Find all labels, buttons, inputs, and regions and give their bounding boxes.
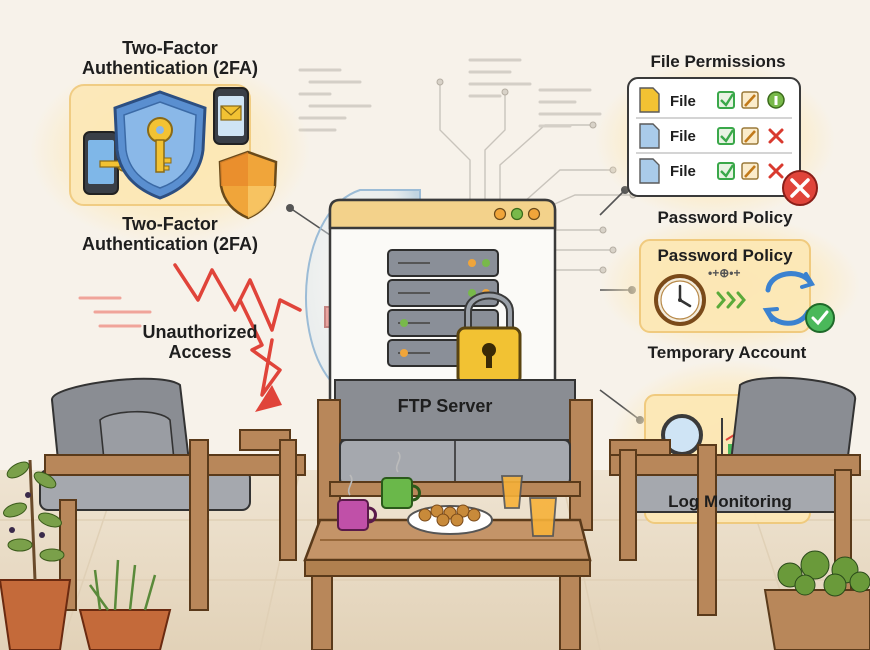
connector-dot [286,204,294,212]
twofa-title-top: Two-Factor Authentication (2FA) [82,38,258,79]
pencil-icons [741,91,759,180]
window-dot-green [510,207,524,221]
password-policy-title-outer: Password Policy [657,208,793,227]
phone-message-icon [213,87,249,145]
threat-arrow-head [255,385,282,412]
orange-shield-icon [218,150,278,220]
temporary-account-label: Temporary Account [647,343,807,362]
mug-purple [337,474,377,531]
rosemary-plant [78,559,172,650]
password-policy-title-inner: Password Policy [657,246,793,265]
coffee-table [303,518,592,650]
file-row-label: File [670,93,696,110]
olive-tree-plant [0,459,72,650]
speed-lines [78,296,152,328]
file-row-label: File [670,128,696,145]
juice-glass [501,475,557,537]
info-icon [767,91,785,109]
twofa-title-bottom: Two-Factor Authentication (2FA) [82,214,258,255]
file-row-label: File [670,163,696,180]
window-dot-orange [493,207,507,221]
mug-green [381,451,421,509]
sofa [317,379,593,531]
right-armchair [609,376,861,616]
unauthorized-access-arrows [173,263,302,397]
deny-badge-icon [782,170,818,206]
code-snippets [298,58,602,132]
herb-planter [763,550,870,650]
ftp-server-label: FTP Server [397,396,493,416]
cross-icons [768,128,784,179]
password-strength-glyphs: •+⊕•+ [708,266,741,280]
unauthorized-access-label: Unauthorized Access [142,322,258,363]
file-permissions-title: File Permissions [650,52,786,71]
check-icons [717,91,735,180]
clock-icon [654,274,706,326]
window-dot-orange2 [527,207,541,221]
padlock-icon [456,291,522,386]
progress-chevrons-icon [716,291,746,309]
shield-key-icon [113,90,207,200]
left-armchair [39,377,306,611]
log-monitoring-label: Log Monitoring [668,492,792,511]
file-doc-icons [639,87,660,184]
cookie-plate [407,504,493,535]
success-check-icon [805,303,835,333]
